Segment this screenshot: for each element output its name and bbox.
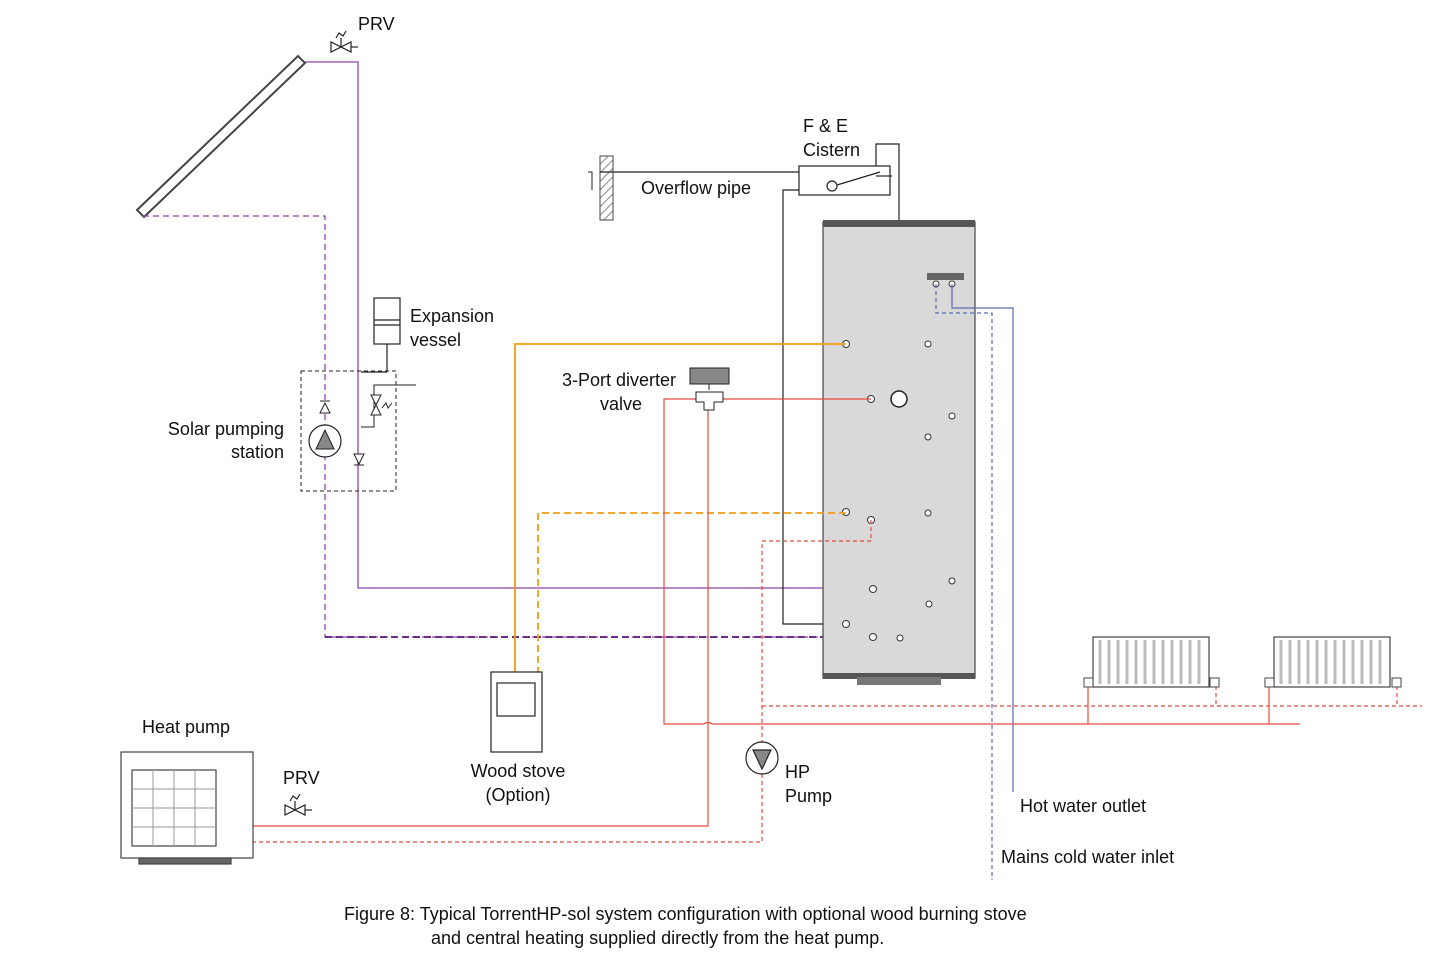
radiator-2 [1264, 636, 1402, 688]
hp-pump-label-1: HP [785, 762, 810, 782]
solar-circuit-pipes [143, 61, 875, 638]
wood-stove-label-1: Wood stove [471, 761, 566, 781]
hot-water-cylinder [822, 220, 976, 685]
prv-valve-top [330, 30, 358, 53]
heating-pipes [253, 398, 1422, 843]
fe-label-1: F & E [803, 116, 848, 136]
expansion-label-1: Expansion [410, 306, 494, 326]
prv-valve-bottom [284, 793, 312, 816]
fe-label-2: Cistern [803, 140, 860, 160]
wall-outlet [588, 155, 614, 221]
radiator-1 [1083, 636, 1220, 688]
mains-cold-label: Mains cold water inlet [1001, 847, 1174, 867]
overflow-label: Overflow pipe [641, 178, 751, 198]
hp-pump [745, 741, 779, 775]
heat-pump-label: Heat pump [142, 717, 230, 737]
wood-stove-pipes [514, 343, 846, 672]
hp-pump-label-2: Pump [785, 786, 832, 806]
f-e-cistern [600, 143, 900, 625]
expansion-vessel [361, 297, 401, 373]
diverter-label-1: 3-Port diverter [562, 370, 676, 390]
prv-top-label: PRV [358, 14, 395, 34]
hot-water-label: Hot water outlet [1020, 796, 1146, 816]
hot-cold-pipes [935, 284, 1014, 880]
solar-collector [135, 54, 307, 219]
caption-line-2: and central heating supplied directly fr… [431, 928, 884, 948]
wood-stove-label-2: (Option) [485, 785, 550, 805]
wood-stove [490, 671, 543, 753]
heat-pump-unit [120, 751, 254, 865]
solar-pumping-station [300, 370, 416, 492]
diverter-label-2: valve [600, 394, 642, 414]
caption-line-1: Figure 8: Typical TorrentHP-sol system c… [344, 904, 1027, 924]
solar-station-label-1: Solar pumping [168, 419, 284, 439]
three-port-diverter-valve [689, 367, 730, 411]
expansion-label-2: vessel [410, 330, 461, 350]
solar-station-label-2: station [231, 442, 284, 462]
prv-bottom-label: PRV [283, 768, 320, 788]
